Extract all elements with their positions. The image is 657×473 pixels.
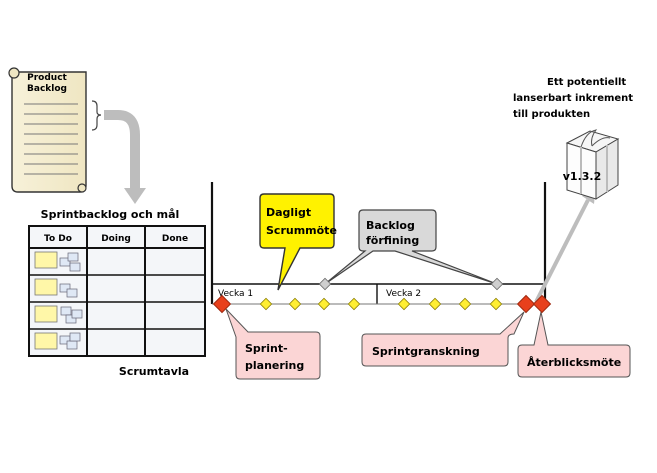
scrum-board: To Do Doing Done	[28, 225, 206, 357]
gift-box-icon: v1.3.2	[563, 129, 620, 200]
sprint-planning-callout: Sprint- planering	[225, 308, 321, 380]
increment-text-3: till produkten	[513, 109, 590, 120]
daily-scrum-marker	[317, 297, 331, 311]
product-backlog-title-1: Product	[27, 73, 67, 83]
week-1-label: Vecka 1	[218, 289, 253, 299]
story-card-row-2	[34, 278, 78, 298]
timeline-events	[212, 277, 552, 314]
backlog-lines	[24, 103, 78, 175]
backlog-refinement-line-1: Backlog	[366, 219, 415, 232]
sprint-review-label: Sprintgranskning	[372, 345, 480, 358]
scroll-curl-icon	[8, 67, 20, 79]
daily-scrum-marker	[489, 297, 503, 311]
sprint-backlog-title: Sprintbacklog och mål	[41, 208, 180, 221]
story-card-row-4	[34, 332, 81, 350]
daily-scrum-marker	[347, 297, 361, 311]
story-card-row-3	[34, 305, 83, 324]
scrum-board-label: Scrumtavla	[119, 365, 189, 378]
backlog-refinement-marker	[490, 277, 504, 291]
retrospective-marker	[532, 294, 552, 314]
column-header-todo: To Do	[44, 234, 72, 244]
daily-scrum-line-1: Dagligt	[266, 206, 311, 219]
column-header-doing: Doing	[101, 234, 131, 244]
daily-scrum-callout: Dagligt Scrummöte	[259, 193, 337, 291]
sprint-review-callout: Sprintgranskning	[361, 311, 525, 367]
backlog-to-sprint-arrow	[104, 110, 140, 190]
column-header-done: Done	[162, 234, 188, 244]
daily-scrum-marker	[288, 297, 302, 311]
product-backlog-scroll: Product Backlog	[8, 67, 87, 193]
version-label: v1.3.2	[563, 170, 602, 183]
week-2-label: Vecka 2	[386, 289, 421, 299]
retrospective-label: Återblicksmöte	[527, 356, 621, 369]
backlog-refinement-callout: Backlog förfining	[324, 209, 498, 285]
backlog-refinement-line-2: förfining	[366, 234, 419, 247]
daily-scrum-marker	[458, 297, 472, 311]
increment-text-1: Ett potentiellt	[547, 77, 626, 88]
increment-text-2: lanserbart inkrement	[513, 93, 633, 104]
daily-scrum-marker	[259, 297, 273, 311]
sprint-planning-marker	[212, 294, 232, 314]
daily-scrum-marker	[428, 297, 442, 311]
increment-arrow	[534, 199, 590, 303]
backlog-refinement-marker	[318, 277, 332, 291]
sprint-planning-line-1: Sprint-	[245, 342, 288, 355]
sprint-planning-line-2: planering	[245, 359, 304, 372]
product-backlog-title-2: Backlog	[27, 84, 67, 94]
daily-scrum-line-2: Scrummöte	[266, 224, 337, 237]
story-card-row-1	[34, 251, 81, 272]
backlog-arrowhead	[124, 188, 146, 204]
retrospective-callout: Återblicksmöte	[517, 311, 631, 378]
selection-bracket	[91, 100, 102, 131]
daily-scrum-marker	[397, 297, 411, 311]
sprint-review-marker	[516, 294, 536, 314]
